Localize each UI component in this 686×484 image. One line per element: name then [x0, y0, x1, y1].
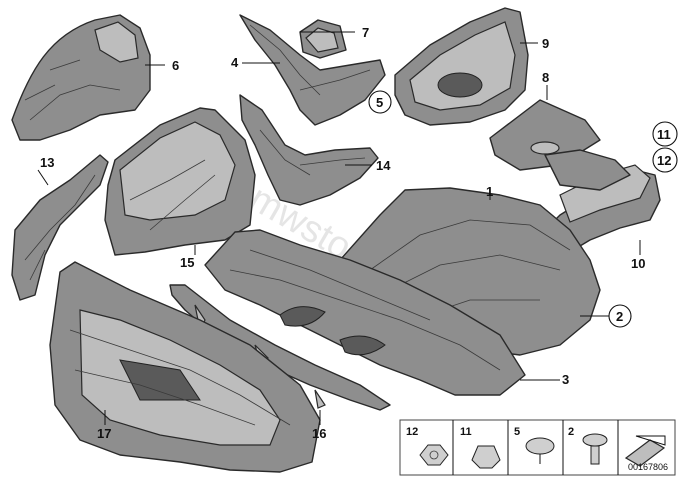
legend-item-5[interactable]: 5	[514, 426, 555, 464]
callout-10: 10	[631, 256, 645, 271]
svg-text:2: 2	[568, 426, 574, 438]
callout-12-circle	[652, 147, 678, 173]
callout-11: 11	[657, 127, 671, 142]
callout-14: 14	[376, 158, 391, 173]
legend-arrow-icon	[624, 435, 666, 467]
callout-4: 4	[231, 55, 239, 70]
callout-2: 2	[616, 309, 623, 324]
callout-9: 9	[542, 36, 549, 51]
callout-12: 12	[657, 153, 671, 168]
callout-2-circle	[608, 304, 632, 328]
part-9-trunk-liner[interactable]	[394, 7, 529, 126]
part-7-pad[interactable]	[299, 19, 347, 59]
callout-13: 13	[40, 155, 54, 170]
callouts: 1 2 3 4 5 6 7 8 9 10 11 12 13 14 15 16 1…	[40, 25, 678, 441]
part-13-side-panel[interactable]	[11, 154, 109, 301]
legend-item-12[interactable]: 12	[406, 426, 449, 466]
part-3-floor-panel[interactable]	[204, 229, 526, 396]
part-17-bulkhead-insulation[interactable]	[49, 261, 321, 473]
part-6-wheel-arch-insulation[interactable]	[11, 14, 151, 141]
part-15-side-insulation[interactable]	[104, 107, 256, 256]
callout-5: 5	[376, 95, 383, 110]
callout-5-circle	[368, 90, 392, 114]
part-14-floor-piece[interactable]	[239, 94, 379, 206]
svg-text:5: 5	[514, 426, 520, 438]
callout-3: 3	[562, 372, 569, 387]
part-4-tunnel-insulation[interactable]	[239, 14, 386, 126]
svg-text:11: 11	[460, 426, 472, 438]
svg-text:12: 12	[406, 426, 418, 438]
leader-lines	[37, 31, 641, 425]
callout-6: 6	[172, 58, 179, 73]
legend-item-11[interactable]: 11	[460, 426, 501, 469]
legend-item-2[interactable]: 2	[568, 426, 608, 465]
callout-17: 17	[97, 426, 111, 441]
callout-16: 16	[312, 426, 326, 441]
callout-7: 7	[362, 25, 369, 40]
callout-1: 1	[486, 184, 493, 199]
callout-15: 15	[180, 255, 194, 270]
document-number: 00167806	[628, 462, 668, 472]
callout-8: 8	[542, 70, 549, 85]
callout-11-circle	[652, 121, 678, 147]
fastener-legend: 12 11 5 2	[399, 419, 676, 476]
